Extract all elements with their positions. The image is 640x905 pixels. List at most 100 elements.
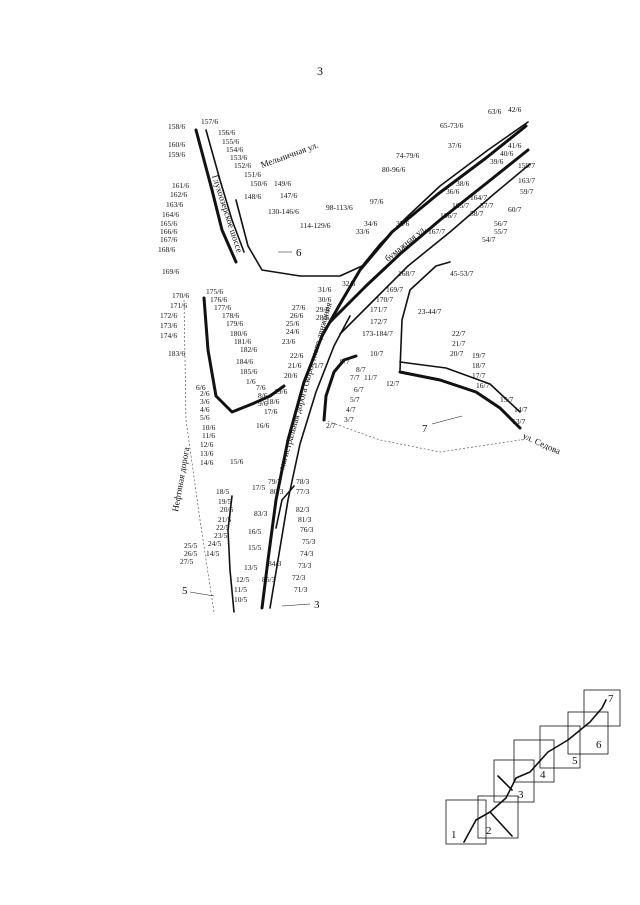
point-label: 58/7 <box>470 209 484 218</box>
point-label: 160/6 <box>168 140 185 149</box>
point-label: 174/6 <box>160 331 177 340</box>
point-label: 151/6 <box>244 170 261 179</box>
point-label: 72/3 <box>292 573 306 582</box>
point-label: 12/5 <box>236 575 250 584</box>
point-label: 23-44/7 <box>418 307 442 316</box>
point-label: 183/6 <box>168 349 185 358</box>
point-label: 22/5 <box>216 523 230 532</box>
index-square-4 <box>513 739 555 783</box>
point-label: 8/7 <box>356 365 366 374</box>
point-label: 80/3 <box>270 487 284 496</box>
point-label: 18/7 <box>472 361 486 370</box>
road-glukhoozerskoe <box>194 128 238 264</box>
point-label: 20/5 <box>220 505 234 514</box>
road-network <box>183 121 531 613</box>
point-label: 4/6 <box>200 405 210 414</box>
point-label: 163/7 <box>518 176 535 185</box>
marker-line-3 <box>281 603 311 607</box>
index-square-5 <box>539 725 581 769</box>
street-neftyanaya: Нефтяная дорога <box>170 446 191 512</box>
point-label: 184/6 <box>236 357 253 366</box>
index-label-5: 5 <box>572 755 578 767</box>
point-label: 3/7 <box>344 415 354 424</box>
index-map: 1 2 3 4 5 6 7 <box>445 689 621 845</box>
point-label: 21/5 <box>218 515 232 524</box>
point-label: 59/7 <box>520 187 534 196</box>
point-label: 22/7 <box>452 329 466 338</box>
point-label: 9/6 <box>258 399 268 408</box>
point-label: 15/6 <box>230 457 244 466</box>
point-label: 168/7 <box>398 269 415 278</box>
point-labels: 157/6158/6156/6155/6154/6153/6152/6151/6… <box>158 105 535 604</box>
point-label: 24/5 <box>208 539 222 548</box>
index-route-branch <box>489 775 513 837</box>
point-label: 170/6 <box>172 291 189 300</box>
point-label: 3/6 <box>200 397 210 406</box>
point-label: 60/7 <box>508 205 522 214</box>
point-label: 130-146/6 <box>268 207 299 216</box>
point-label: 154/6 <box>226 145 243 154</box>
point-label: 159/6 <box>168 150 185 159</box>
marker-line-7 <box>431 415 463 425</box>
point-label: 23/5 <box>214 531 228 540</box>
point-label: 17/6 <box>264 407 278 416</box>
point-label: 19/5 <box>218 497 232 506</box>
point-label: 167/6 <box>160 235 177 244</box>
point-label: 17/7 <box>472 371 486 380</box>
point-label: 22/6 <box>290 351 304 360</box>
point-label: 2/7 <box>326 421 336 430</box>
point-label: 34/6 <box>364 219 378 228</box>
point-label: 171/6 <box>170 301 187 310</box>
point-label: 169/7 <box>386 285 403 294</box>
point-label: 180/6 <box>230 329 247 338</box>
point-label: 16/6 <box>256 421 270 430</box>
point-label: 157/6 <box>201 117 218 126</box>
point-label: 165/7 <box>452 201 469 210</box>
point-label: 5/7 <box>350 395 360 404</box>
point-label: 182/6 <box>240 345 257 354</box>
point-label: 26/6 <box>290 311 304 320</box>
point-label: 177/6 <box>214 303 231 312</box>
road-bumazhnaya <box>328 148 530 324</box>
point-label: 32/6 <box>342 279 356 288</box>
point-label: 1/7 <box>314 361 324 370</box>
point-label: 24/6 <box>286 327 300 336</box>
point-label: 71/3 <box>294 585 308 594</box>
point-label: 21/7 <box>452 339 466 348</box>
point-label: 65-73/6 <box>440 121 464 130</box>
index-label-1: 1 <box>451 829 457 841</box>
point-label: 1/6 <box>246 377 256 386</box>
point-label: 84/3 <box>268 559 282 568</box>
boundary-dashed-2 <box>323 419 521 453</box>
point-label: 98-113/6 <box>326 203 353 212</box>
road-bumazhnaya-inner <box>339 163 531 335</box>
point-label: 33/6 <box>356 227 370 236</box>
point-label: 7/7 <box>350 373 360 382</box>
point-label: 168/6 <box>158 245 175 254</box>
index-label-7: 7 <box>608 693 614 705</box>
point-label: 23/6 <box>282 337 296 346</box>
index-route <box>463 699 607 843</box>
point-label: 26/5 <box>184 549 198 558</box>
point-label: 6/6 <box>196 383 206 392</box>
point-label: 79/3 <box>268 477 282 486</box>
point-label: 25/6 <box>286 319 300 328</box>
point-label: 158/6 <box>168 122 185 131</box>
index-square-6 <box>567 711 609 755</box>
point-label: 35/6 <box>396 219 410 228</box>
point-label: 28/6 <box>316 313 330 322</box>
point-label: 179/6 <box>226 319 243 328</box>
index-square-7 <box>583 689 621 727</box>
point-label: 164/6 <box>162 210 179 219</box>
road-branch-3-7 <box>322 354 358 422</box>
point-label: 39/6 <box>490 157 504 166</box>
point-label: 150/6 <box>250 179 267 188</box>
point-label: 13/6 <box>200 449 214 458</box>
point-label: 27/5 <box>180 557 194 566</box>
point-label: 41/6 <box>508 141 522 150</box>
index-label-2: 2 <box>486 825 492 837</box>
point-label: 18/6 <box>266 397 280 406</box>
point-label: 57/7 <box>480 201 494 210</box>
point-label: 181/6 <box>234 337 251 346</box>
